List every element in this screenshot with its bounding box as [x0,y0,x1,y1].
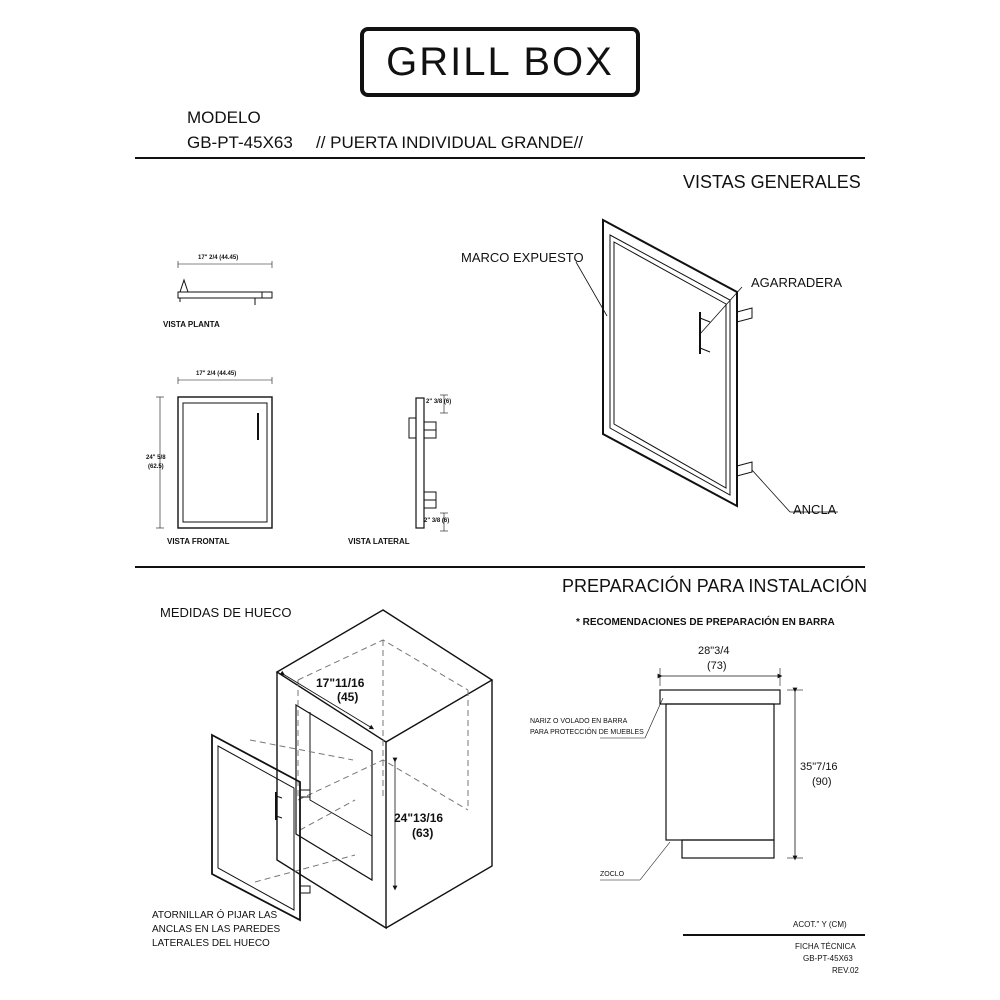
units-note: ACOT." Y (CM) [793,920,847,929]
bar-recommendation-note: * RECOMENDACIONES DE PREPARACIÓN EN BARR… [576,617,835,628]
plan-view-drawing [177,261,273,305]
front-dim-height-cm: (62.5) [148,464,164,470]
bar-width-cm: (73) [707,660,727,672]
model-code: GB-PT-45X63 [187,133,293,152]
front-caption: VISTA FRONTAL [167,537,230,546]
general-views-title: VISTAS GENERALES [683,172,861,192]
side-caption: VISTA LATERAL [348,537,410,546]
front-view-drawing [156,377,273,529]
cutout-cabinet-drawing [249,609,494,930]
header-divider [135,157,865,159]
cutout-height-cm: (63) [412,826,434,840]
model-label: MODELO [187,108,261,127]
plan-caption: VISTA PLANTA [163,320,220,329]
side-dim-top: 2" 3/8 (6) [426,399,452,405]
section-divider [135,566,865,568]
side-dim-bottom: 2" 3/8 (6) [424,518,450,524]
nose-note-2: PARA PROTECCIÓN DE MUEBLES [530,729,644,736]
model-description: // PUERTA INDIVIDUAL GRANDE// [316,133,584,152]
footer-divider [683,934,865,936]
sheet-code: GB-PT-45X63 [803,954,853,963]
cutout-width: 17"11/16 [316,676,365,690]
side-view-drawing [408,394,448,532]
handle-label: AGARRADERA [751,275,843,290]
logo: GRILL BOX [360,27,640,97]
cutout-title: MEDIDAS DE HUECO [160,605,292,620]
isometric-door-drawing [575,218,838,513]
screw-note-2: ANCLAS EN LAS PAREDES [152,924,281,935]
frame-label: MARCO EXPUESTO [461,250,584,265]
logo-text: GRILL BOX [386,39,614,84]
plan-dim: 17" 2/4 (44.45) [198,255,239,261]
cutout-width-cm: (45) [337,690,359,704]
installation-title: PREPARACIÓN PARA INSTALACIÓN [562,576,868,596]
sheet-revision: REV.02 [832,966,859,975]
cutout-door-drawing [211,733,311,922]
bar-height: 35"7/16 [800,761,838,773]
front-dim-height: 24" 5/8 [146,455,166,461]
front-dim-width: 17" 2/4 (44.45) [196,371,237,377]
bar-section-drawing [600,668,803,881]
screw-note-3: LATERALES DEL HUECO [152,938,270,949]
bar-width: 28"3/4 [698,645,730,657]
sheet-label: FICHA TÉCNICA [795,942,856,951]
screw-note-1: ATORNILLAR Ó PIJAR LAS [152,910,278,921]
bar-height-cm: (90) [812,776,832,788]
plinth-label: ZOCLO [600,871,625,878]
nose-note-1: NARIZ O VOLADO EN BARRA [530,718,628,725]
cutout-height: 24"13/16 [394,811,444,825]
anchor-label: ANCLA [793,502,837,517]
